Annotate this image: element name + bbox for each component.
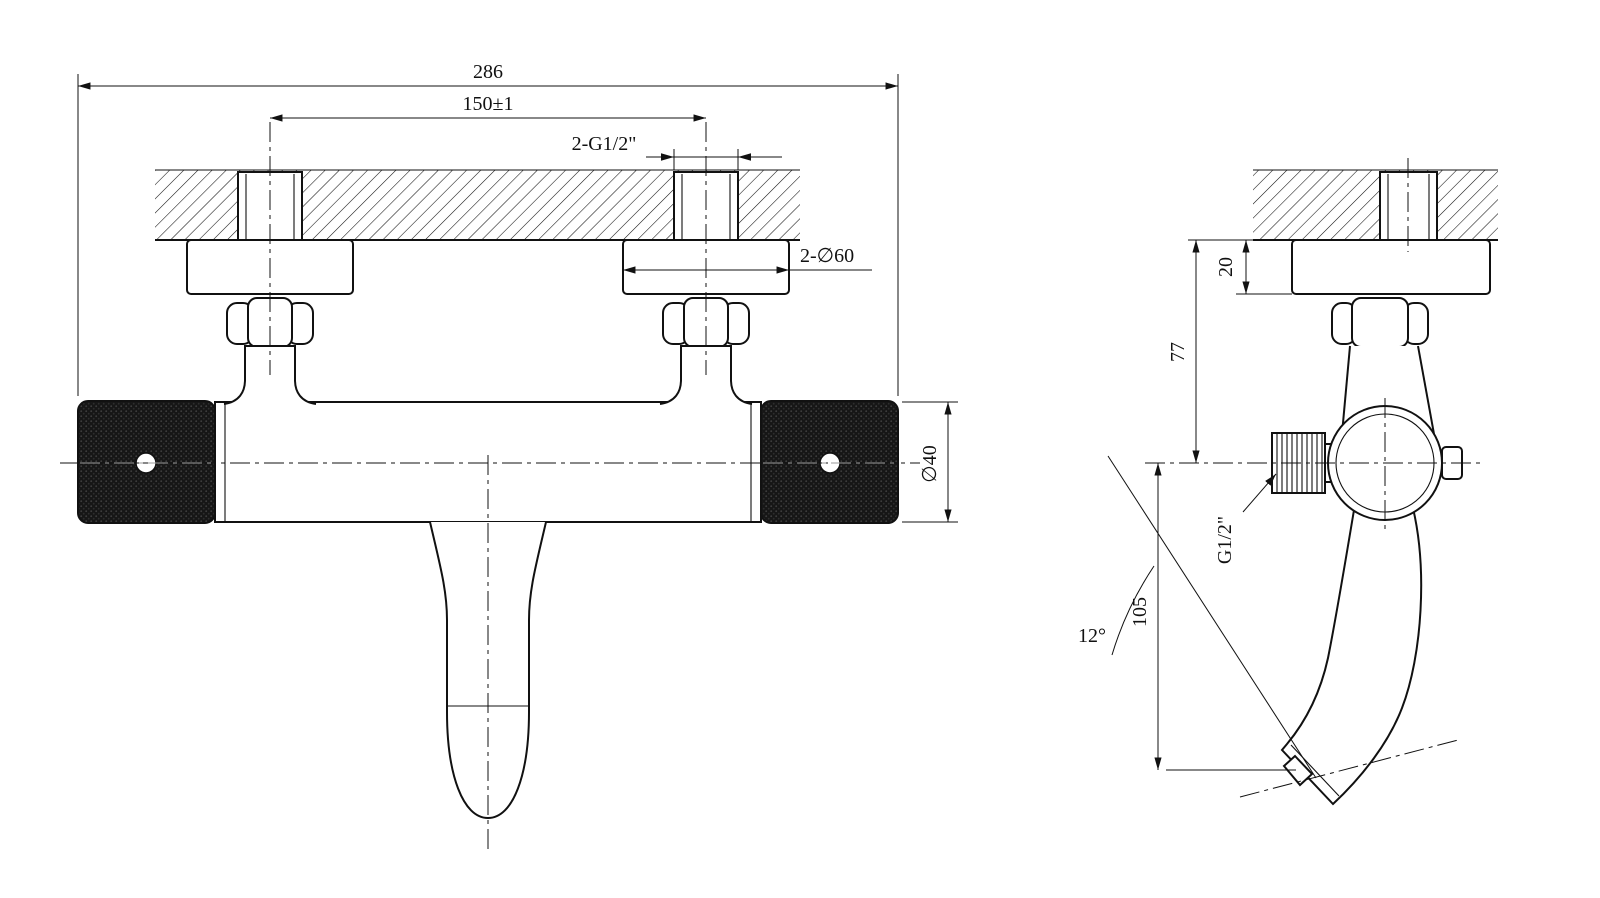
dim-inlet-spacing-label: 150±1 bbox=[463, 93, 514, 115]
connection-nut-right bbox=[662, 297, 750, 348]
dim-escutcheon: 2-∅60 bbox=[623, 245, 872, 274]
outlet-detail bbox=[1282, 754, 1314, 787]
centerlines bbox=[60, 122, 1482, 852]
dim-overall-width: 286 bbox=[77, 61, 899, 396]
dim-inlet-thread-label: 2-G1/2" bbox=[572, 133, 637, 155]
wall-section-side bbox=[1253, 169, 1498, 241]
dimensions-side: 20 77 G1/2" 105 12° bbox=[1078, 239, 1317, 779]
handle-right bbox=[760, 400, 899, 524]
dim-axis-to-outlet-label: 105 bbox=[1129, 597, 1151, 627]
wall-hatch-side bbox=[1253, 170, 1498, 240]
dim-escutcheon-depth: 20 bbox=[1188, 239, 1292, 295]
dim-axis-to-outlet: 105 bbox=[1129, 463, 1296, 771]
side-view bbox=[1253, 169, 1498, 806]
dim-wall-to-axis-label: 77 bbox=[1167, 342, 1189, 362]
dim-body-diameter-label: ∅40 bbox=[919, 445, 941, 482]
handle-left bbox=[77, 400, 216, 524]
outlet-face-inner-line bbox=[1290, 744, 1340, 797]
dim-wall-to-axis: 77 bbox=[1167, 240, 1200, 463]
dimensions-front: 286 150±1 2-G1/2" 2-∅60 ∅40 bbox=[77, 61, 958, 523]
dim-inlet-spacing: 150±1 bbox=[270, 93, 706, 122]
dim-outlet-thread: G1/2" bbox=[1214, 473, 1277, 564]
dim-escutcheon-depth-label: 20 bbox=[1215, 257, 1237, 277]
spout-side bbox=[1280, 503, 1423, 806]
dim-body-diameter: ∅40 bbox=[902, 401, 958, 523]
dim-outlet-thread-label: G1/2" bbox=[1214, 516, 1236, 564]
dim-spout-angle-label: 12° bbox=[1078, 625, 1106, 647]
connection-nut-left bbox=[226, 297, 314, 348]
dim-escutcheon-label: 2-∅60 bbox=[800, 245, 854, 267]
connection-nut-side bbox=[1331, 297, 1429, 348]
dim-overall-width-label: 286 bbox=[473, 61, 503, 83]
dim-inlet-thread: 2-G1/2" bbox=[572, 133, 782, 170]
escutcheon-side bbox=[1291, 239, 1491, 295]
dim-spout-angle: 12° bbox=[1078, 455, 1317, 779]
outlet-axis-centerline bbox=[1239, 739, 1459, 798]
